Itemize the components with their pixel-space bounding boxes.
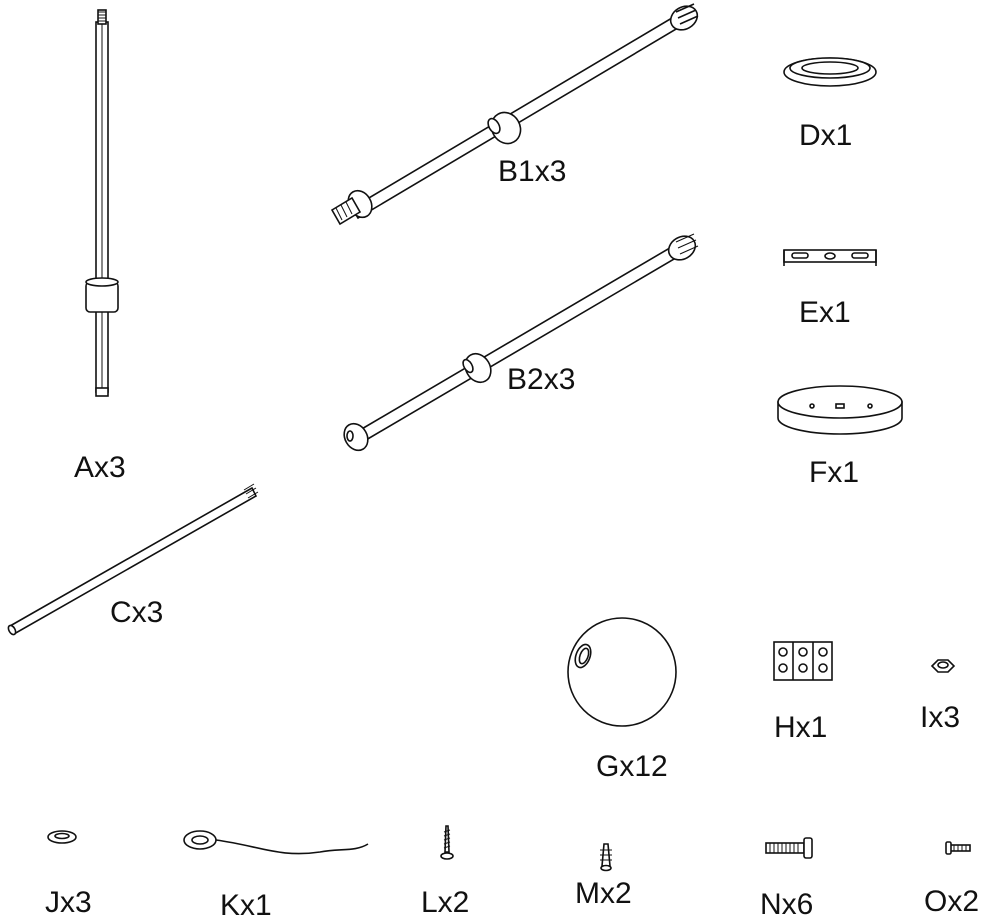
label-c: Cx3 [110, 596, 164, 629]
label-i: Ix3 [920, 701, 961, 734]
label-b1: B1x3 [498, 155, 567, 188]
label-f: Fx1 [809, 456, 860, 489]
part-a-rod [85, 9, 119, 397]
label-j: Jx3 [45, 886, 92, 919]
label-h: Hx1 [774, 711, 828, 744]
label-l: Lx2 [421, 886, 470, 919]
label-a: Ax3 [74, 451, 126, 484]
label-d: Dx1 [799, 119, 853, 152]
part-g-globe [567, 617, 677, 727]
label-k: Kx1 [220, 889, 272, 922]
label-b2: B2x3 [507, 363, 576, 396]
part-m-anchor [600, 843, 612, 872]
part-o-screw [945, 841, 971, 855]
label-e: Ex1 [799, 296, 851, 329]
part-e-crossbar [783, 249, 877, 266]
part-b1-arm [330, 3, 699, 226]
label-m: Mx2 [575, 877, 632, 910]
part-k-ground-wire [183, 830, 369, 855]
label-o: Ox2 [924, 885, 980, 918]
part-i-nut [930, 659, 956, 673]
part-c-rod [7, 483, 259, 636]
part-f-canopy [777, 385, 903, 435]
label-g: Gx12 [596, 750, 668, 783]
part-d-ring [783, 57, 877, 87]
label-n: Nx6 [760, 888, 814, 921]
part-b2-arm [343, 233, 699, 452]
part-h-terminal-block [773, 641, 833, 681]
part-j-washer [47, 830, 77, 844]
part-l-screw [440, 825, 454, 860]
part-n-bolt [765, 837, 813, 859]
